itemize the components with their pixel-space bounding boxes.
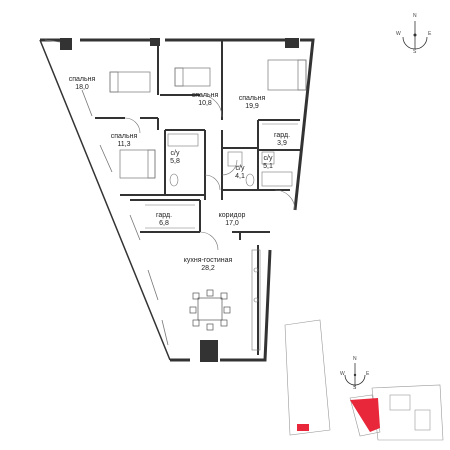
site-plan xyxy=(284,319,444,441)
room-name: спальня xyxy=(110,133,138,140)
windows xyxy=(44,39,169,346)
doors xyxy=(124,94,296,251)
kitchen-counter xyxy=(251,249,261,351)
room-kitchen-living-label: кухня-гостиная 28,2 xyxy=(178,257,238,273)
compass-top: N E S W xyxy=(395,13,435,55)
compass-bottom: N E S W xyxy=(340,356,370,391)
room-area: 19,9 xyxy=(245,103,259,110)
room-area: 4,1 xyxy=(235,173,245,180)
room-area: 5,8 xyxy=(170,158,180,165)
room-area: 10,8 xyxy=(198,100,212,107)
room-name: с/у xyxy=(263,155,273,162)
room-bedroom-4-label: спальня 11,3 xyxy=(104,133,144,149)
dining-table xyxy=(189,289,231,331)
room-name: спальня xyxy=(238,95,266,102)
columns xyxy=(60,38,299,362)
room-wardrobe-1-label: гард. 3,9 xyxy=(270,132,294,148)
inner-walls xyxy=(95,40,300,355)
compass-top-n: N xyxy=(413,13,417,19)
room-area: 11,3 xyxy=(117,141,131,148)
site-highlight xyxy=(297,424,309,431)
compass-top-w: W xyxy=(396,31,401,37)
room-name: кухня-гостиная xyxy=(183,257,233,264)
compass-rose-icon xyxy=(344,363,366,387)
room-name: спальня xyxy=(191,92,219,99)
room-bathroom-3-label: с/у 5,1 xyxy=(258,155,278,171)
room-bedroom-1-label: спальня 18,0 xyxy=(62,76,102,92)
room-name: с/у xyxy=(235,165,245,172)
room-area: 17,0 xyxy=(225,220,239,227)
compass-bottom-n: N xyxy=(353,356,357,362)
room-bedroom-2-label: спальня 10,8 xyxy=(185,92,225,108)
wardrobe-shelves xyxy=(145,123,298,229)
outer-walls xyxy=(39,38,315,362)
room-corridor-label: коридор 17,0 xyxy=(212,212,252,228)
room-name: гард. xyxy=(155,212,173,219)
room-bedroom-3-label: спальня 19,9 xyxy=(232,95,272,111)
room-area: 28,2 xyxy=(201,265,215,272)
compass-top-s: S xyxy=(413,49,417,55)
room-area: 3,9 xyxy=(277,140,287,147)
room-bathroom-1-label: с/у 5,8 xyxy=(165,150,185,166)
room-name: коридор xyxy=(218,212,246,219)
room-name: спальня xyxy=(68,76,96,83)
compass-bottom-e: E xyxy=(366,371,370,377)
fixtures xyxy=(167,133,293,187)
beds xyxy=(109,59,307,179)
room-area: 18,0 xyxy=(75,84,89,91)
room-name: с/у xyxy=(170,150,180,157)
apartment-highlight xyxy=(350,398,380,432)
room-bathroom-2-label: с/у 4,1 xyxy=(230,165,250,181)
compass-top-e: E xyxy=(428,31,432,37)
compass-rose-icon xyxy=(402,21,428,50)
compass-bottom-s: S xyxy=(353,385,357,391)
compass-bottom-w: W xyxy=(340,371,345,377)
room-area: 5,1 xyxy=(263,163,273,170)
room-area: 6,8 xyxy=(159,220,169,227)
room-wardrobe-2-label: гард. 6,8 xyxy=(152,212,176,228)
room-name: гард. xyxy=(273,132,291,139)
